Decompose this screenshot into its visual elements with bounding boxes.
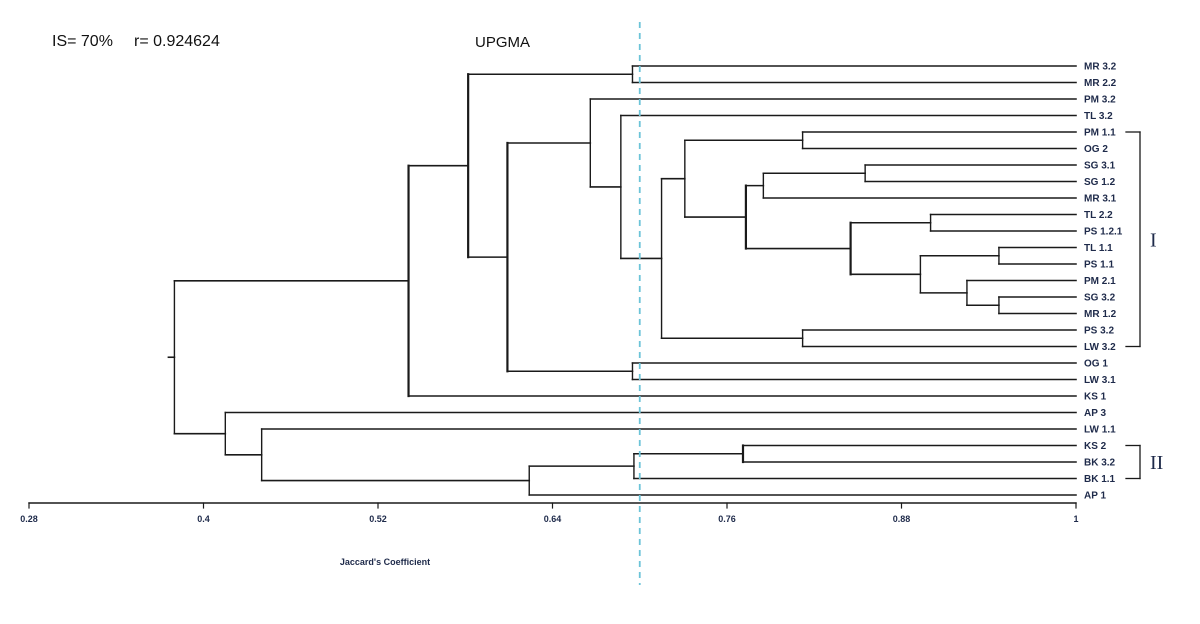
leaf-label: KS 1	[1084, 392, 1107, 403]
leaf-label: AP 3	[1084, 408, 1106, 419]
leaf-label: SG 3.2	[1084, 293, 1116, 304]
similarity-index-label: IS= 70%	[52, 33, 113, 50]
x-axis-title: Jaccard's Coefficient	[340, 557, 430, 567]
leaf-label: MR 2.2	[1084, 78, 1117, 89]
leaf-label: MR 3.2	[1084, 62, 1117, 73]
group-label: II	[1150, 452, 1163, 474]
x-tick-label: 0.52	[369, 514, 387, 524]
x-tick-label: 0.4	[197, 514, 210, 524]
leaf-label: LW 3.1	[1084, 375, 1116, 386]
leaf-label: TL 1.1	[1084, 243, 1113, 254]
x-tick-label: 1	[1073, 514, 1078, 524]
x-tick-label: 0.28	[20, 514, 38, 524]
leaf-label: PS 1.1	[1084, 260, 1114, 271]
leaf-label: SG 1.2	[1084, 177, 1116, 188]
x-tick-label: 0.76	[718, 514, 736, 524]
leaf-label: TL 3.2	[1084, 111, 1113, 122]
leaf-label: KS 2	[1084, 441, 1107, 452]
x-tick-label: 0.64	[544, 514, 562, 524]
leaf-label: PM 1.1	[1084, 128, 1116, 139]
correlation-label: r= 0.924624	[134, 33, 220, 50]
method-label: UPGMA	[475, 34, 531, 51]
leaf-label: SG 3.1	[1084, 161, 1116, 172]
leaf-label: MR 1.2	[1084, 309, 1117, 320]
leaf-label: OG 2	[1084, 144, 1108, 155]
leaf-label: LW 1.1	[1084, 425, 1116, 436]
leaf-label: LW 3.2	[1084, 342, 1116, 353]
leaf-label: PS 1.2.1	[1084, 227, 1123, 238]
leaf-label: TL 2.2	[1084, 210, 1113, 221]
x-tick-label: 0.88	[893, 514, 911, 524]
leaf-label: MR 3.1	[1084, 194, 1117, 205]
leaf-label: PM 2.1	[1084, 276, 1116, 287]
leaf-label: AP 1	[1084, 491, 1106, 502]
leaf-label: BK 1.1	[1084, 474, 1116, 485]
leaf-label: BK 3.2	[1084, 458, 1116, 469]
group-label: I	[1150, 229, 1157, 251]
leaf-label: OG 1	[1084, 359, 1108, 370]
leaf-label: PM 3.2	[1084, 95, 1116, 106]
leaf-label: PS 3.2	[1084, 326, 1114, 337]
